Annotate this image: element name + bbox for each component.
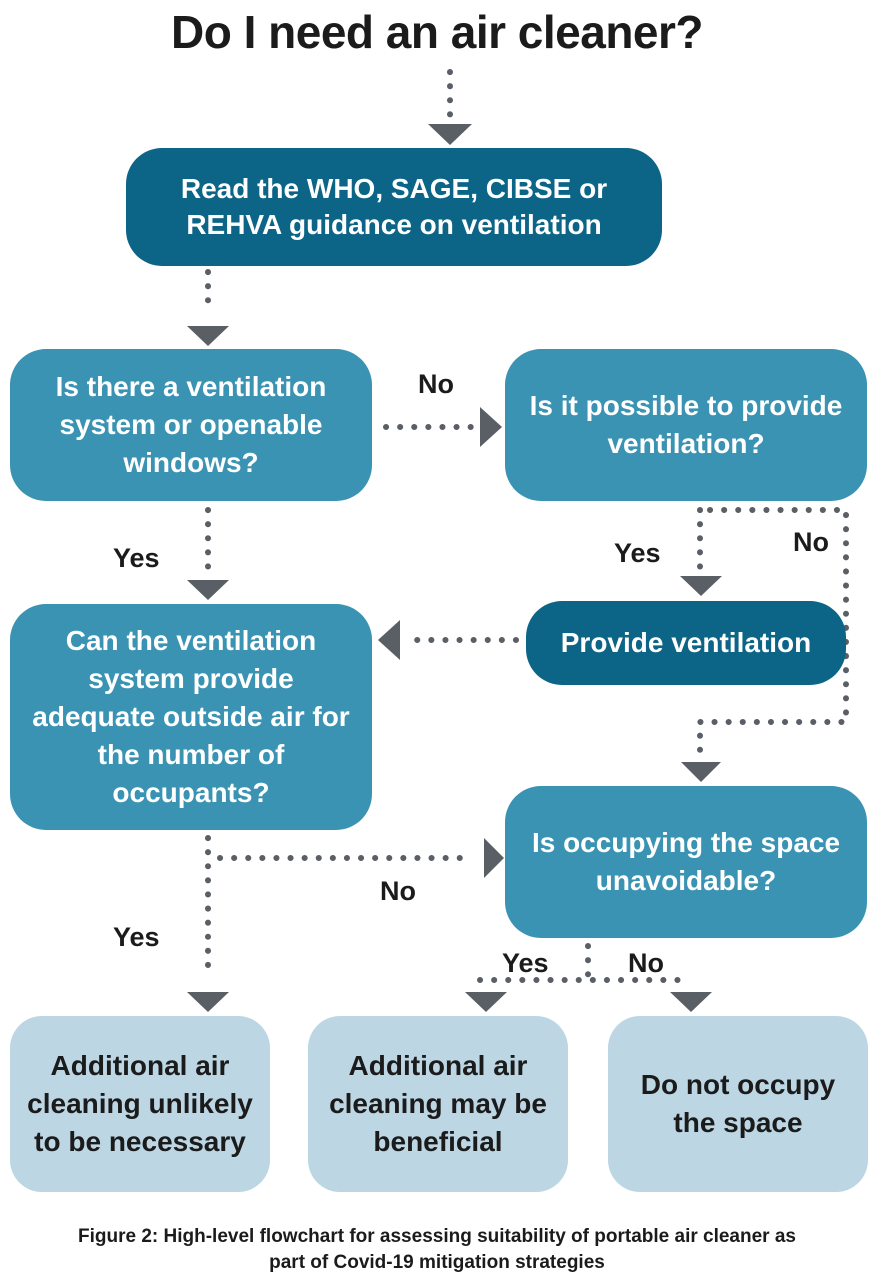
provide-ventilation-text: Provide ventilation xyxy=(560,627,812,658)
arrowhead-read xyxy=(428,124,472,145)
outcome-unlikely-necessary: Additional air cleaning unlikely to be n… xyxy=(10,1016,270,1192)
arrowhead-from-provide xyxy=(378,620,400,660)
connector-occupying-split xyxy=(477,943,693,983)
arrowhead-do-not-occupy xyxy=(670,992,712,1012)
label-no-occupying: No xyxy=(628,948,664,978)
outcome-do-not-occupy-text: Do not occupy the space xyxy=(640,1069,836,1138)
arrowhead-occupying-from-no xyxy=(681,762,721,782)
outcome-may-be-beneficial: Additional air cleaning may be beneficia… xyxy=(308,1016,568,1192)
connector-possible-no xyxy=(697,507,849,758)
arrowhead-provide xyxy=(680,576,722,596)
label-yes-ventilation: Yes xyxy=(113,543,160,573)
arrowhead-ventilation xyxy=(187,326,229,346)
ventilation-system-text: Is there a ventilation system or openabl… xyxy=(55,371,327,478)
occupying-unavoidable-question: Is occupying the space unavoidable? xyxy=(505,786,867,938)
adequate-air-question: Can the ventilation system provide adequ… xyxy=(10,604,372,830)
provide-ventilation-node: Provide ventilation xyxy=(526,601,846,685)
arrowhead-possible xyxy=(480,407,502,447)
arrowhead-beneficial xyxy=(465,992,507,1012)
read-guidance-text: Read the WHO, SAGE, CIBSE or REHVA guida… xyxy=(180,173,608,240)
outcome-unlikely-necessary-text: Additional air cleaning unlikely to be n… xyxy=(27,1050,253,1157)
label-yes-adequate: Yes xyxy=(113,922,160,952)
figure-caption: Figure 2: High-level flowchart for asses… xyxy=(78,1226,796,1273)
occupying-unavoidable-text: Is occupying the space unavoidable? xyxy=(531,827,841,896)
label-no-ventilation: No xyxy=(418,369,454,399)
possible-ventilation-text: Is it possible to provide ventilation? xyxy=(529,390,843,459)
label-no-adequate: No xyxy=(380,876,416,906)
outcome-may-be-beneficial-text: Additional air cleaning may be beneficia… xyxy=(329,1050,547,1157)
label-no-possible: No xyxy=(793,527,829,557)
arrowhead-unlikely xyxy=(187,992,229,1012)
arrowhead-adequate-from-ventilation xyxy=(187,580,229,600)
label-yes-occupying: Yes xyxy=(502,948,549,978)
page-title: Do I need an air cleaner? xyxy=(170,6,704,58)
read-guidance-node: Read the WHO, SAGE, CIBSE or REHVA guida… xyxy=(126,148,662,266)
arrowhead-occupying xyxy=(484,838,504,878)
label-yes-possible: Yes xyxy=(614,538,661,568)
outcome-do-not-occupy: Do not occupy the space xyxy=(608,1016,868,1192)
possible-ventilation-question: Is it possible to provide ventilation? xyxy=(505,349,867,501)
adequate-air-text: Can the ventilation system provide adequ… xyxy=(32,625,350,808)
ventilation-system-question: Is there a ventilation system or openabl… xyxy=(10,349,372,501)
